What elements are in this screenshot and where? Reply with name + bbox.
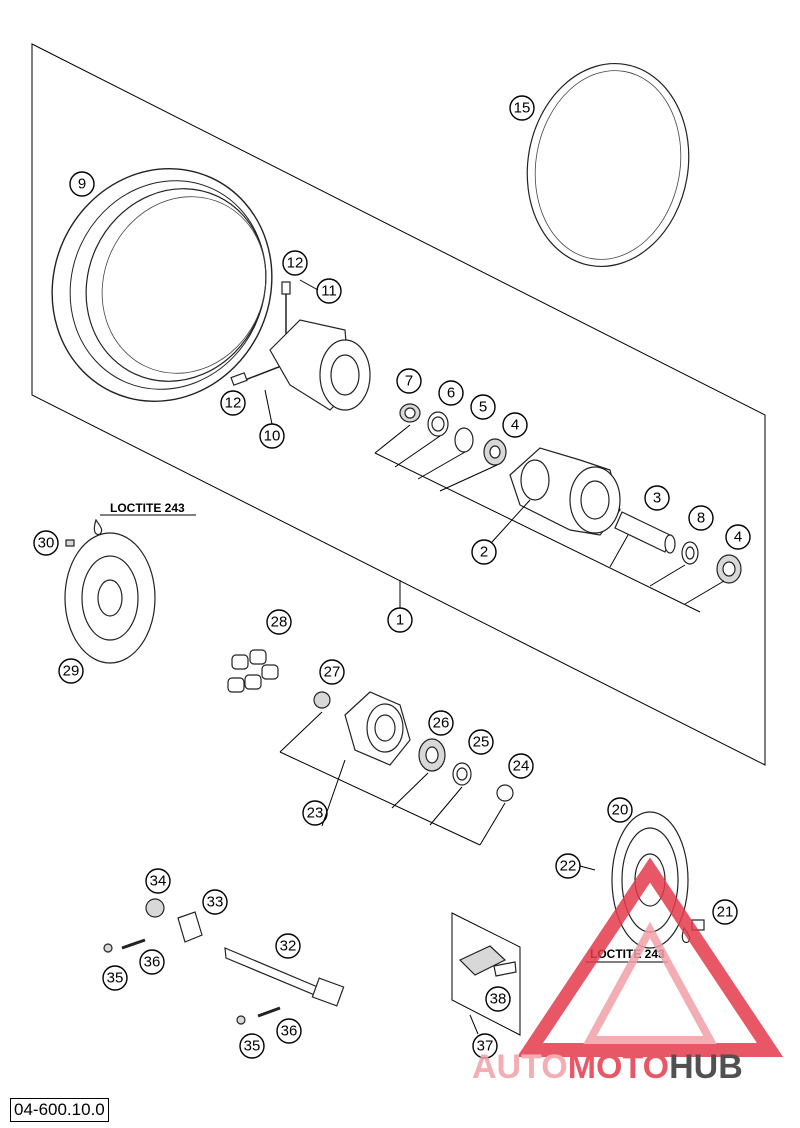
svg-text:21: 21 xyxy=(717,904,734,921)
callout-leaders xyxy=(264,279,596,1035)
svg-text:30: 30 xyxy=(38,535,55,552)
hub-bearings-upper xyxy=(399,403,507,466)
svg-text:35: 35 xyxy=(244,1038,261,1055)
callout-5: 5 xyxy=(470,394,496,420)
callout-35-lower: 35 xyxy=(239,1033,265,1059)
rear-hub xyxy=(509,447,621,536)
callout-15: 15 xyxy=(509,95,535,121)
svg-text:20: 20 xyxy=(612,802,629,819)
wheel-hub-upper xyxy=(269,319,371,411)
rubber-dampers xyxy=(227,649,279,693)
svg-text:33: 33 xyxy=(207,894,224,911)
callout-36-upper: 36 xyxy=(139,949,165,975)
svg-text:37: 37 xyxy=(477,1038,494,1055)
callout-33: 33 xyxy=(202,889,228,915)
svg-text:2: 2 xyxy=(480,544,488,561)
svg-text:3: 3 xyxy=(653,490,661,507)
svg-text:28: 28 xyxy=(271,614,288,631)
svg-text:29: 29 xyxy=(63,663,80,680)
assembly-frame xyxy=(31,43,766,766)
callout-20: 20 xyxy=(607,797,633,823)
svg-text:5: 5 xyxy=(479,399,487,416)
callout-21: 21 xyxy=(712,899,738,925)
callout-8: 8 xyxy=(688,505,714,531)
svg-text:27: 27 xyxy=(324,664,341,681)
callout-4-upper: 4 xyxy=(502,412,528,438)
callout-30: 30 xyxy=(33,530,59,556)
wheel-rim xyxy=(51,168,273,402)
callout-1: 1 xyxy=(387,607,413,633)
callout-7: 7 xyxy=(396,368,422,394)
svg-text:34: 34 xyxy=(150,873,167,890)
svg-text:26: 26 xyxy=(433,715,450,732)
svg-text:4: 4 xyxy=(511,417,519,434)
callout-34: 34 xyxy=(145,868,171,894)
svg-text:32: 32 xyxy=(280,938,297,955)
chain-adjusters xyxy=(103,898,281,1025)
watermark-text-auto: AUTOMOTOHUB xyxy=(472,1048,743,1086)
callout-11: 11 xyxy=(316,278,342,304)
svg-text:24: 24 xyxy=(513,758,530,775)
drive-chain xyxy=(451,912,521,1036)
callout-3: 3 xyxy=(644,485,670,511)
callout-4-lower: 4 xyxy=(725,524,751,550)
svg-text:38: 38 xyxy=(490,991,507,1008)
svg-text:6: 6 xyxy=(447,385,455,402)
part-number-label: 04-600.10.0 xyxy=(10,1098,109,1122)
callout-24: 24 xyxy=(508,753,534,779)
carrier-bearings xyxy=(418,738,514,802)
callout-6: 6 xyxy=(438,380,464,406)
svg-text:7: 7 xyxy=(405,373,413,390)
callout-23: 23 xyxy=(302,800,328,826)
svg-text:36: 36 xyxy=(281,1023,298,1040)
svg-text:22: 22 xyxy=(560,858,577,875)
callout-12-lower: 12 xyxy=(220,390,246,416)
svg-text:11: 11 xyxy=(321,283,337,300)
svg-text:36: 36 xyxy=(144,954,161,971)
loctite-drop-30 xyxy=(65,514,196,547)
callout-12-upper: 12 xyxy=(282,250,308,276)
loctite-label-lower: LOCTITE 243 xyxy=(590,947,665,961)
spacer-tube xyxy=(614,511,742,584)
svg-text:25: 25 xyxy=(473,734,490,751)
callout-29: 29 xyxy=(58,658,84,684)
svg-text:35: 35 xyxy=(107,970,124,987)
brake-disc xyxy=(64,532,156,664)
svg-text:4: 4 xyxy=(734,529,742,546)
loctite-label-upper: LOCTITE 243 xyxy=(110,501,185,515)
svg-text:12: 12 xyxy=(287,255,304,272)
callout-25: 25 xyxy=(468,729,494,755)
watermark-logo: AUTOMOTOHUB xyxy=(472,857,784,1086)
callout-37: 37 xyxy=(472,1033,498,1059)
callout-36-lower: 36 xyxy=(276,1018,302,1044)
svg-text:10: 10 xyxy=(264,428,281,445)
callout-9: 9 xyxy=(69,171,95,197)
svg-text:8: 8 xyxy=(697,510,705,527)
sprocket-carrier xyxy=(313,691,411,766)
leader-lines-upper xyxy=(374,424,725,613)
svg-text:9: 9 xyxy=(78,176,86,193)
svg-text:12: 12 xyxy=(225,395,242,412)
rear-axle xyxy=(224,947,345,1007)
svg-text:1: 1 xyxy=(396,612,404,629)
callout-26: 26 xyxy=(428,710,454,736)
tire-ring xyxy=(526,62,690,268)
callout-28: 28 xyxy=(266,609,292,635)
callout-32: 32 xyxy=(275,933,301,959)
svg-text:15: 15 xyxy=(514,100,531,117)
callout-22: 22 xyxy=(555,853,581,879)
svg-text:23: 23 xyxy=(307,805,324,822)
callout-38: 38 xyxy=(485,986,511,1012)
leader-lines-lower xyxy=(279,711,506,846)
callout-27: 27 xyxy=(319,659,345,685)
callout-2: 2 xyxy=(471,539,497,565)
callout-35-upper: 35 xyxy=(102,965,128,991)
callout-10: 10 xyxy=(259,423,285,449)
